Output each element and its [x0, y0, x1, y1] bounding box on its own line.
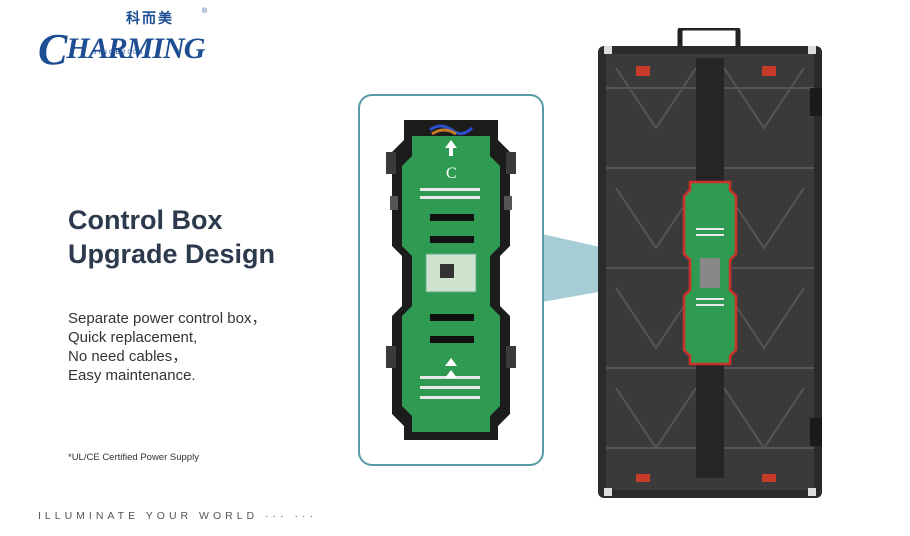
certification-note: *UL/CE Certified Power Supply	[68, 452, 199, 463]
feature-line: Separate power control box，	[68, 310, 267, 327]
brand-logo: CHARMING 科而美 ® SINCE2003	[38, 8, 213, 74]
registered-mark: ®	[202, 8, 208, 15]
control-box-closeup: C	[358, 94, 544, 466]
led-panel-back	[598, 25, 822, 498]
page-title: Control Box Upgrade Design	[68, 203, 275, 271]
brand-wordmark: CHARMING	[38, 25, 205, 74]
tagline: ILLUMINATE YOUR WORLD ··· ···	[38, 510, 317, 522]
feature-line: No need cables，	[68, 348, 188, 365]
led-panel-image	[596, 25, 828, 505]
feature-line: Easy maintenance.	[68, 367, 196, 384]
feature-line: Quick replacement,	[68, 329, 198, 346]
brand-since: SINCE2003	[92, 49, 145, 56]
feature-description: Separate power control box， Quick replac…	[68, 309, 266, 385]
title-line-2: Upgrade Design	[68, 239, 276, 269]
title-line-1: Control Box	[68, 205, 223, 235]
brand-chinese-name: 科而美	[126, 11, 174, 27]
control-box-image: C	[386, 120, 516, 440]
svg-text:C: C	[446, 165, 457, 182]
